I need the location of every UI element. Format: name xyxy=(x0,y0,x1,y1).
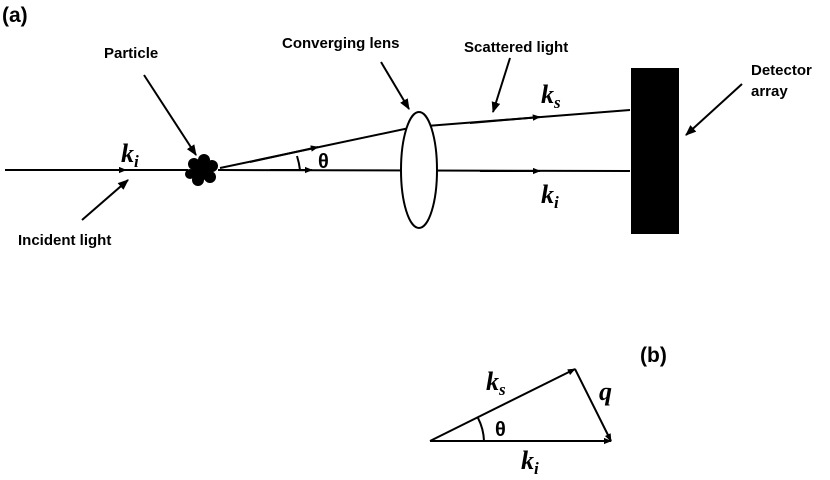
converging-lens-shape xyxy=(400,111,438,229)
scattered-beam-arrow-1 xyxy=(249,145,319,163)
angle-label-b: θ xyxy=(495,419,506,441)
detector-array-pointer xyxy=(685,83,743,136)
incident-k-label: ki xyxy=(121,139,139,171)
scattered-light-pointer xyxy=(491,57,511,114)
particle-label: Particle xyxy=(104,45,158,62)
incident-light-label: Incident light xyxy=(18,232,111,249)
vector-ks-subscript: s xyxy=(498,380,506,399)
particle-pointer xyxy=(143,74,197,156)
incident-k-symbol: k xyxy=(121,139,134,168)
svg-text:ki: ki xyxy=(521,446,539,478)
svg-text:ki: ki xyxy=(541,180,559,212)
vector-ks xyxy=(429,368,576,442)
angle-arc-b xyxy=(477,417,485,442)
scattered-beam-arrow-2 xyxy=(469,114,541,124)
angle-arc-a xyxy=(296,155,301,171)
scattered-k-symbol: k xyxy=(541,80,554,109)
detector-array-shape xyxy=(631,68,679,234)
vector-q xyxy=(574,368,612,442)
svg-text:ki: ki xyxy=(121,139,139,171)
svg-text:ks: ks xyxy=(541,80,561,112)
scattered-k-subscript: s xyxy=(553,93,561,112)
vector-ki-label: ki xyxy=(521,446,539,478)
vector-ki-subscript: i xyxy=(534,459,539,478)
transmitted-k-symbol: k xyxy=(541,180,554,209)
vector-q-label: q xyxy=(599,377,612,406)
panel-b-tag: (b) xyxy=(640,344,667,367)
angle-label-a: θ xyxy=(318,151,329,173)
incident-light-pointer xyxy=(81,179,129,221)
converging-lens-label: Converging lens xyxy=(282,35,400,52)
vector-ks-symbol: k xyxy=(486,367,499,396)
svg-text:ks: ks xyxy=(486,367,506,399)
transmitted-k-label: ki xyxy=(541,180,559,212)
vector-ki-symbol: k xyxy=(521,446,534,475)
incident-k-subscript: i xyxy=(134,152,139,171)
converging-lens-pointer xyxy=(380,61,410,110)
transmitted-k-subscript: i xyxy=(554,193,559,212)
vector-ks-label: ks xyxy=(486,367,506,399)
scattered-k-label: ks xyxy=(541,80,561,112)
detector-array-label-line1: Detector xyxy=(751,62,812,79)
particle-shape xyxy=(185,154,218,186)
detector-array-label-line2: array xyxy=(751,83,788,100)
scattered-light-label: Scattered light xyxy=(464,39,568,56)
panel-a-tag: (a) xyxy=(2,4,28,27)
